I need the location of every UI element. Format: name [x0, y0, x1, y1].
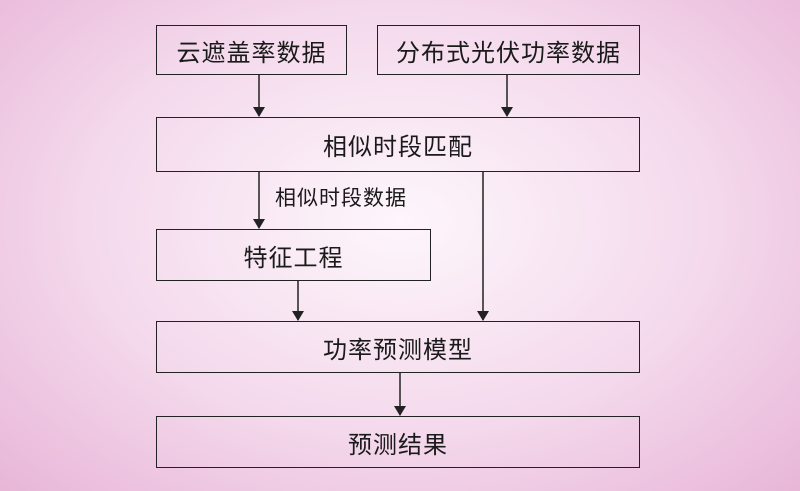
node-power-prediction-model-label: 功率预测模型	[323, 335, 473, 364]
node-feature-engineering: 特征工程	[156, 229, 431, 281]
node-cloud-cover-data: 云遮盖率数据	[156, 25, 347, 75]
node-similar-period-matching: 相似时段匹配	[156, 117, 640, 172]
node-distributed-pv-power-data-label: 分布式光伏功率数据	[396, 38, 621, 67]
node-distributed-pv-power-data: 分布式光伏功率数据	[377, 25, 640, 75]
node-cloud-cover-data-label: 云遮盖率数据	[176, 38, 327, 67]
node-prediction-result-label: 预测结果	[348, 430, 448, 459]
node-power-prediction-model: 功率预测模型	[156, 321, 640, 373]
node-prediction-result: 预测结果	[156, 416, 640, 468]
edge-label-similar-period-data: 相似时段数据	[275, 186, 407, 210]
node-similar-period-matching-label: 相似时段匹配	[323, 133, 473, 161]
node-feature-engineering-label: 特征工程	[243, 243, 344, 272]
